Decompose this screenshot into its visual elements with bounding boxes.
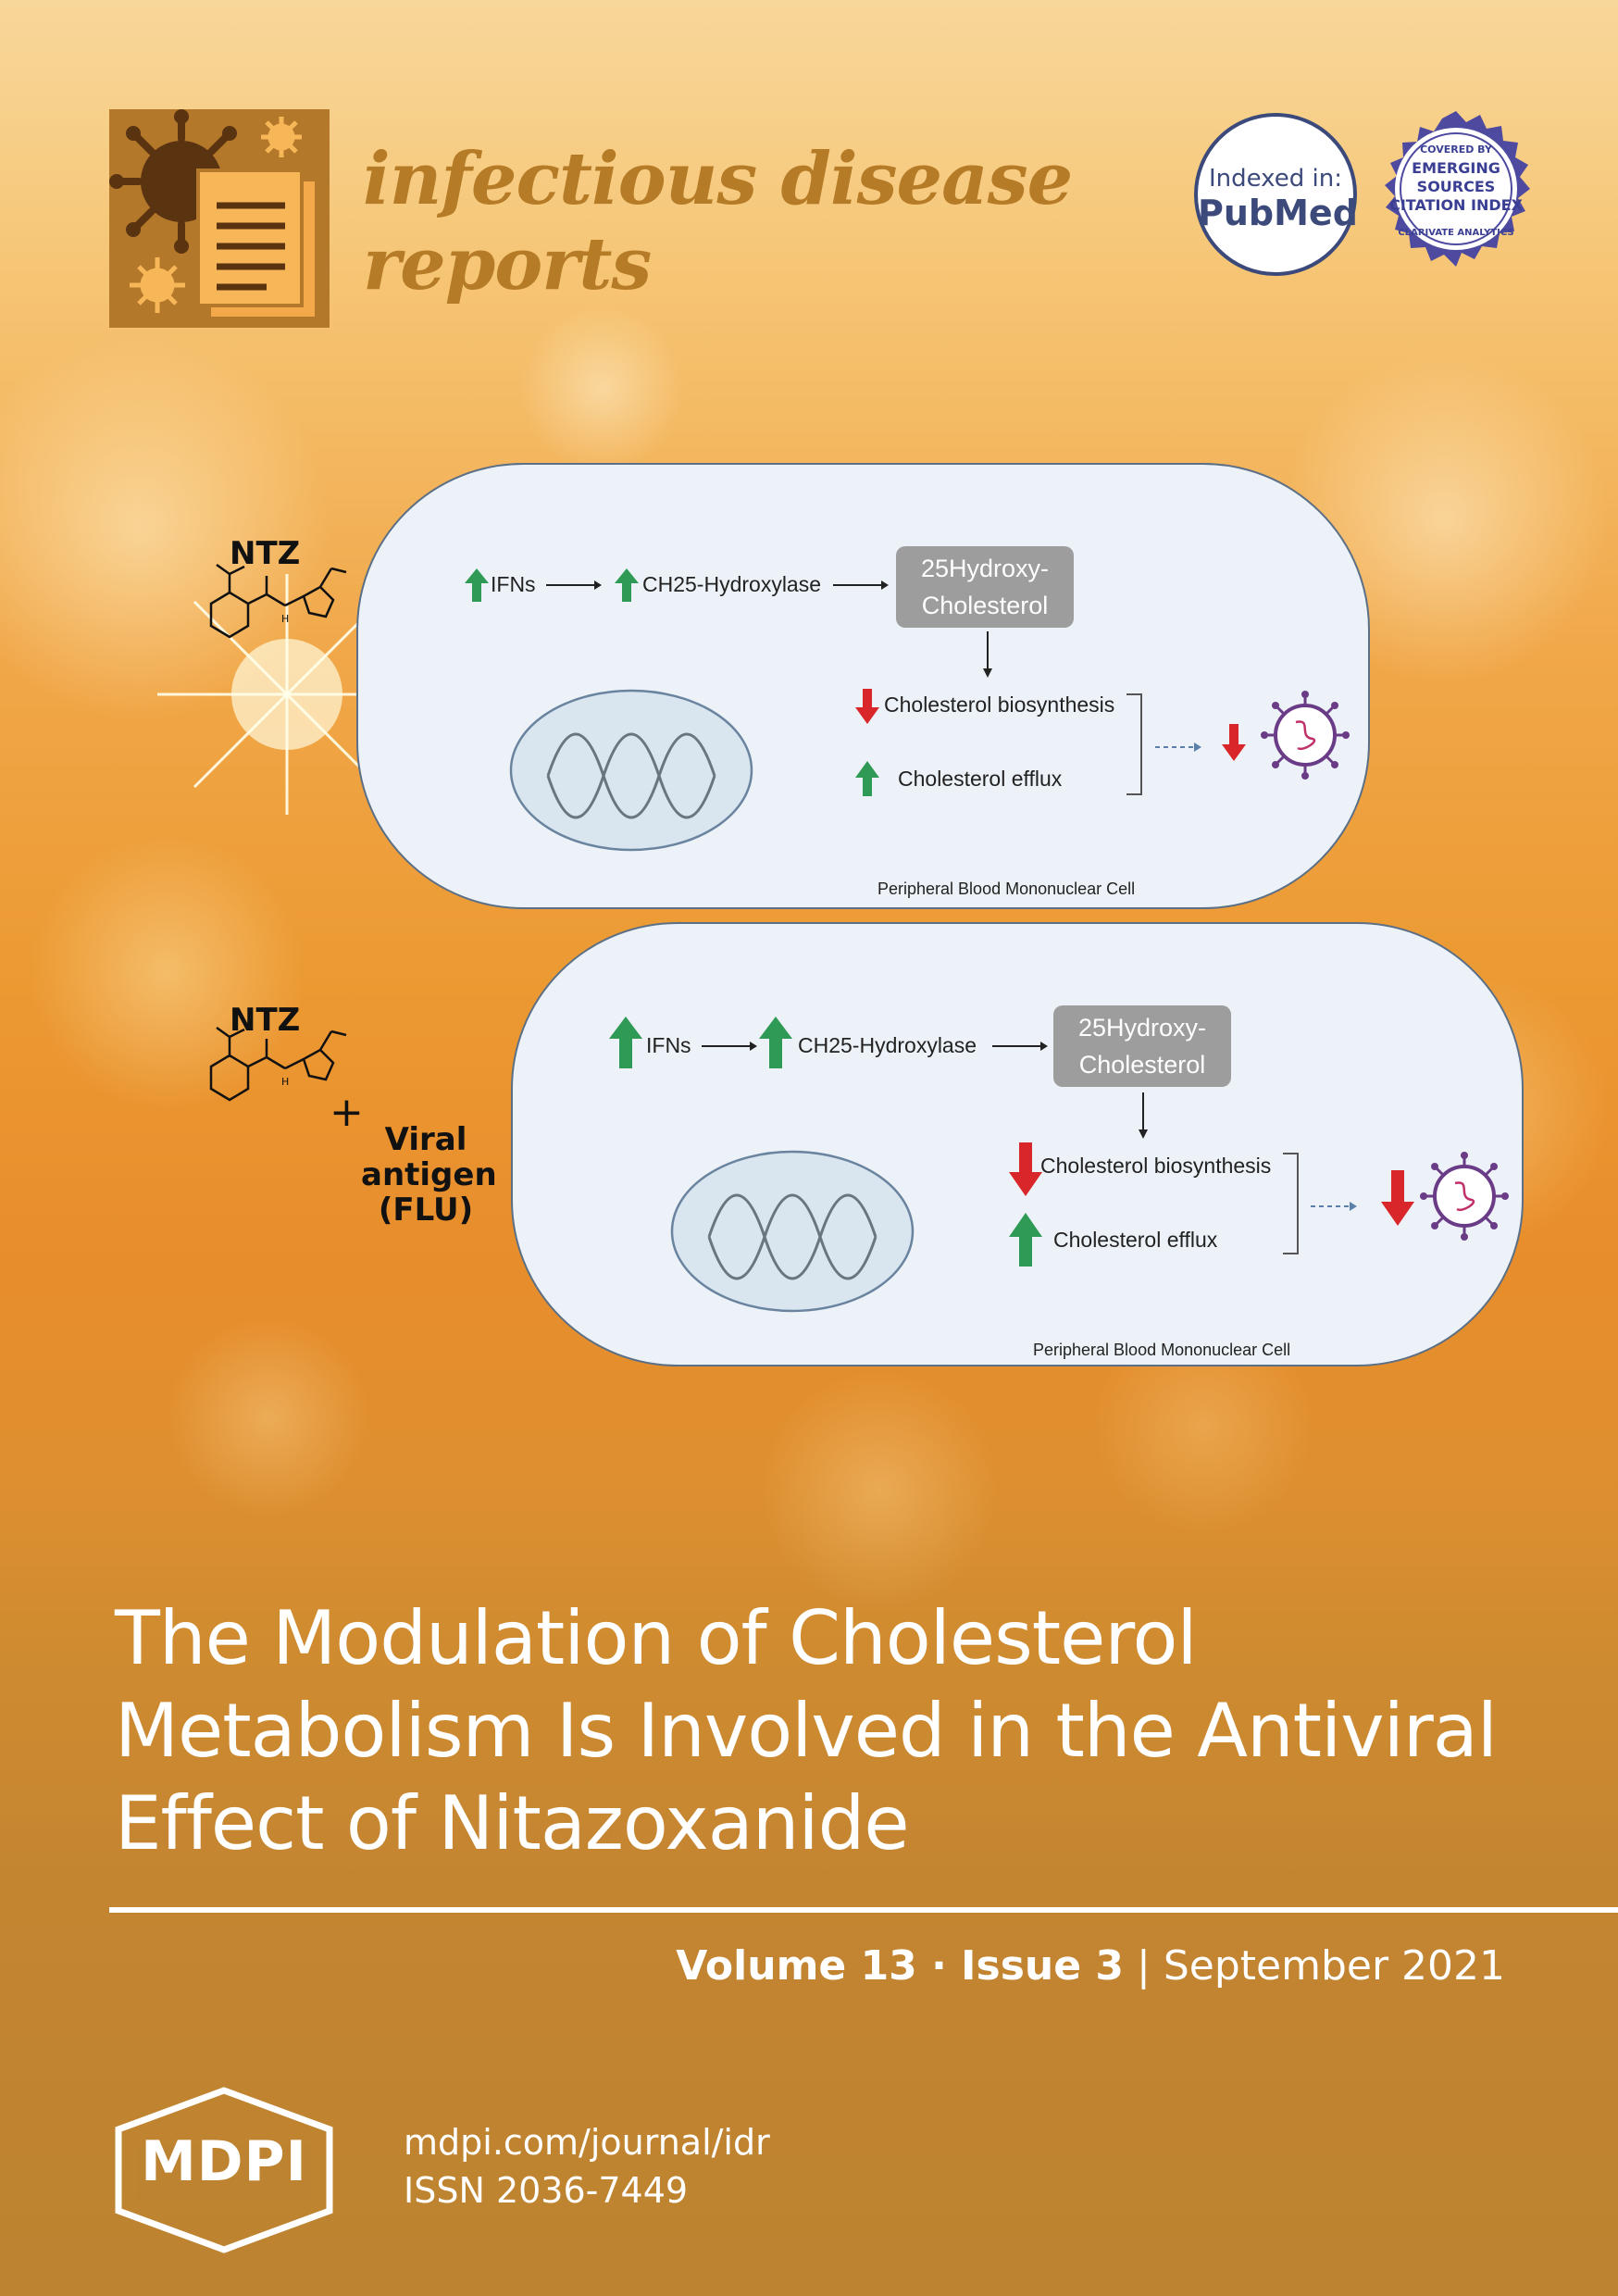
biosynthesis-label: Cholesterol biosynthesis (884, 693, 1115, 717)
volume-separator: · (916, 1942, 962, 1990)
plus-sign: + (330, 1089, 364, 1136)
flow-arrow-icon (546, 580, 602, 590)
nucleus-dna-icon (509, 689, 753, 852)
arrow-down-icon (1222, 724, 1246, 761)
flow-arrow-down-icon (983, 631, 992, 678)
issue-number: Issue 3 (961, 1942, 1125, 1990)
bracket-icon (1126, 693, 1142, 795)
esci-covered-by: COVERED BY (1420, 144, 1492, 156)
publisher-info: mdpi.com/journal/idr ISSN 2036-7449 (404, 2118, 770, 2215)
flow-arrow-icon (992, 1042, 1048, 1051)
sparkle-icon (157, 574, 417, 815)
volume-number: Volume 13 (676, 1942, 917, 1990)
esci-seal: COVERED BY EMERGING SOURCES CITATION IND… (1368, 109, 1544, 285)
arrow-up-icon (609, 1017, 642, 1068)
esci-line3: CITATION INDEX (1389, 196, 1523, 214)
antigen-line2: antigen (361, 1156, 497, 1193)
arrow-up-icon (465, 568, 489, 602)
article-title-line1: The Modulation of Cholesterol (115, 1595, 1198, 1681)
ntz-molecule-icon: H (209, 1026, 347, 1102)
issue-date: September 2021 (1163, 1942, 1505, 1990)
esci-line1: EMERGING (1412, 159, 1500, 177)
flow-arrow-down-icon (1139, 1092, 1148, 1139)
efflux-label: Cholesterol efflux (1053, 1228, 1218, 1252)
pubmed-label: PubMed (1198, 193, 1358, 233)
seal-icon (1385, 111, 1530, 267)
bokeh-light (759, 1370, 1000, 1611)
hydroxycholesterol-line2: Cholesterol (921, 592, 1049, 619)
efflux-label: Cholesterol efflux (898, 767, 1063, 791)
article-title-line2: Metabolism Is Involved in the Antiviral (115, 1688, 1498, 1774)
dashed-arrow-icon (1311, 1202, 1357, 1211)
cell-top (356, 463, 1370, 909)
antigen-line1: Viral (384, 1121, 467, 1158)
svg-text:H: H (281, 1076, 289, 1088)
hydroxylase-label: CH25-Hydroxylase (642, 572, 822, 596)
flow-arrow-icon (702, 1042, 757, 1051)
arrow-up-icon (759, 1017, 792, 1068)
journal-name-line2: reports (363, 222, 652, 306)
pubmed-indexed-label: Indexed in: (1208, 165, 1342, 193)
bokeh-light (518, 306, 685, 472)
journal-logo (109, 109, 330, 328)
cell-bottom (511, 922, 1524, 1366)
pubmed-badge: Indexed in: PubMed (1194, 113, 1358, 276)
hydroxylase-label: CH25-Hydroxylase (798, 1033, 977, 1057)
hydroxycholesterol-box: 25Hydroxy- Cholesterol (1053, 1005, 1231, 1087)
arrow-down-icon (1009, 1142, 1042, 1196)
mdpi-logo-text: MDPI (141, 2129, 307, 2194)
mdpi-logo-icon (115, 2087, 333, 2253)
hydroxycholesterol-box: 25Hydroxy- Cholesterol (896, 546, 1074, 628)
ifns-label: IFNs (491, 572, 536, 596)
arrow-down-icon (855, 689, 879, 724)
virus-icon (1420, 1152, 1509, 1241)
flow-arrow-icon (833, 580, 889, 590)
svg-text:H: H (281, 613, 289, 625)
nucleus-dna-icon (670, 1150, 915, 1313)
journal-name-line1: infectious disease (363, 137, 1073, 221)
hydroxycholesterol-line1: 25Hydroxy- (1077, 1014, 1207, 1042)
bokeh-light (167, 1315, 370, 1518)
arrow-up-icon (1009, 1213, 1042, 1267)
virus-document-icon (109, 109, 315, 317)
esci-clarivate: CLARIVATE ANALYTICS (1398, 228, 1514, 238)
issue-divider: | (1124, 1942, 1164, 1990)
article-title-line3: Effect of Nitazoxanide (115, 1780, 910, 1866)
journal-name: infectious disease reports (363, 137, 1073, 307)
ntz-molecule-icon: H (209, 563, 347, 639)
ntz-label: NTZ (230, 535, 301, 572)
divider-rule (109, 1907, 1618, 1913)
hydroxycholesterol-line1: 25Hydroxy- (920, 555, 1050, 582)
hydroxycholesterol-line2: Cholesterol (1078, 1051, 1206, 1079)
antigen-line3: (FLU) (378, 1192, 474, 1229)
cell-type-label: Peripheral Blood Mononuclear Cell (877, 880, 1136, 898)
journal-url[interactable]: mdpi.com/journal/idr (404, 2122, 770, 2163)
bracket-icon (1283, 1153, 1299, 1254)
ntz-label: NTZ (230, 1002, 301, 1039)
dashed-arrow-icon (1155, 742, 1201, 752)
virus-icon (1261, 691, 1350, 780)
arrow-up-icon (855, 761, 879, 796)
esci-line2: SOURCES (1416, 178, 1496, 195)
issue-info: Volume 13 · Issue 3 | September 2021 (676, 1942, 1505, 1990)
biosynthesis-label: Cholesterol biosynthesis (1040, 1154, 1272, 1178)
viral-antigen-label: Viral antigen (FLU) (361, 1121, 497, 1229)
ifns-label: IFNs (646, 1033, 691, 1057)
arrow-down-icon (1381, 1170, 1414, 1226)
arrow-up-icon (615, 568, 639, 602)
issn-number: ISSN 2036-7449 (404, 2170, 689, 2211)
article-title: The Modulation of Cholesterol Metabolism… (115, 1592, 1559, 1870)
cell-type-label: Peripheral Blood Mononuclear Cell (1033, 1341, 1291, 1359)
